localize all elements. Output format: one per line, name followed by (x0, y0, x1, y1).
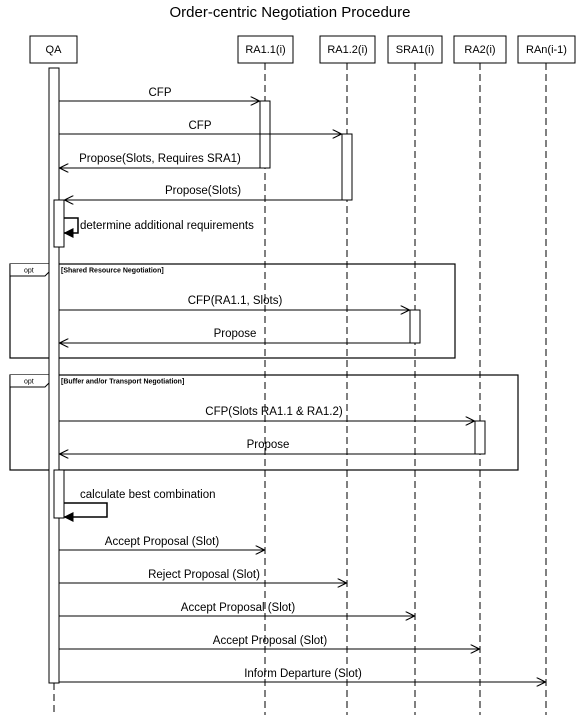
message-label: CFP (189, 120, 212, 132)
message-label: calculate best combination (80, 489, 216, 501)
message-propose-ra11: Propose(Slots, Requires SRA1) (60, 153, 260, 168)
fragment-frame (9, 263, 456, 359)
message-label: Accept Proposal (Slot) (105, 536, 220, 548)
message-label: Inform Departure (Slot) (244, 668, 362, 680)
fragment-operator: opt (24, 268, 34, 275)
message-label: Propose (214, 328, 257, 340)
message-reject-ra12: Reject Proposal (Slot) (59, 569, 346, 583)
activation-qa-self (53, 199, 65, 248)
message-cfp-sra1: CFP(RA1.1, Slots) (59, 295, 409, 310)
activation-qa-self (53, 469, 65, 519)
fragment-shared-resource: opt [Shared Resource Negotiation] (9, 263, 456, 359)
activation-ra2 (474, 420, 486, 455)
activation-ra12 (341, 133, 353, 201)
participant-ran-label: RAn(i-1) (526, 44, 567, 56)
message-label: CFP(RA1.1, Slots) (188, 295, 283, 307)
participant-ra2: RA2(i) (453, 35, 507, 64)
participants: QA RA1.1(i) RA1.2(i) SRA1(i) RA2(i) RAn(… (29, 35, 576, 64)
participant-ra11: RA1.1(i) (237, 35, 294, 64)
message-label: CFP (149, 87, 172, 99)
message-propose-ra12: Propose(Slots) (65, 185, 342, 200)
fragment-frame (9, 374, 519, 471)
message-label: Propose(Slots) (165, 185, 241, 197)
participant-qa: QA (29, 35, 78, 64)
message-cfp-ra11: CFP (59, 87, 259, 101)
fragment-guard: [Shared Resource Negotiation] (61, 268, 164, 275)
participant-ra12: RA1.2(i) (319, 35, 376, 64)
message-label: Reject Proposal (Slot) (148, 569, 260, 581)
fragment-operator: opt (24, 379, 34, 386)
activation-qa (48, 67, 60, 684)
activation-sra1 (409, 309, 421, 344)
lifelines (53, 63, 547, 715)
message-label: Propose(Slots, Requires SRA1) (79, 153, 241, 165)
message-cfp-ra2: CFP(Slots RA1.1 & RA1.2) (59, 406, 474, 421)
message-self-determine: determine additional requirements (63, 217, 254, 238)
participant-sra1: SRA1(i) (387, 35, 443, 64)
fragment-buffer-transport: opt [Buffer and/or Transport Negotiation… (9, 374, 519, 471)
participant-ran: RAn(i-1) (517, 35, 576, 64)
message-label: Propose (247, 439, 290, 451)
message-self-calculate: calculate best combination (63, 489, 216, 522)
message-cfp-ra12: CFP (59, 120, 341, 134)
participant-sra1-label: SRA1(i) (396, 44, 435, 56)
messages: CFP CFP Propose(Slots, Requires SRA1) Pr… (59, 87, 545, 682)
participant-ra2-label: RA2(i) (464, 44, 495, 56)
message-label: Accept Proposal (Slot) (213, 635, 328, 647)
message-label: Accept Proposal (Slot) (181, 602, 296, 614)
message-accept-ra11: Accept Proposal (Slot) (59, 536, 264, 550)
participant-ra11-label: RA1.1(i) (245, 44, 285, 56)
diagram-title: Order-centric Negotiation Procedure (170, 4, 411, 21)
message-accept-sra1: Accept Proposal (Slot) (59, 602, 414, 616)
message-accept-ra2: Accept Proposal (Slot) (59, 635, 479, 649)
message-propose-ra2: Propose (60, 439, 475, 454)
fragment-guard: [Buffer and/or Transport Negotiation] (61, 379, 184, 386)
message-label: determine additional requirements (80, 220, 254, 232)
participant-qa-label: QA (46, 44, 63, 56)
participant-ra12-label: RA1.2(i) (327, 44, 367, 56)
message-inform-ran: Inform Departure (Slot) (59, 668, 545, 682)
message-propose-sra1: Propose (60, 328, 410, 343)
message-label: CFP(Slots RA1.1 & RA1.2) (205, 406, 343, 418)
